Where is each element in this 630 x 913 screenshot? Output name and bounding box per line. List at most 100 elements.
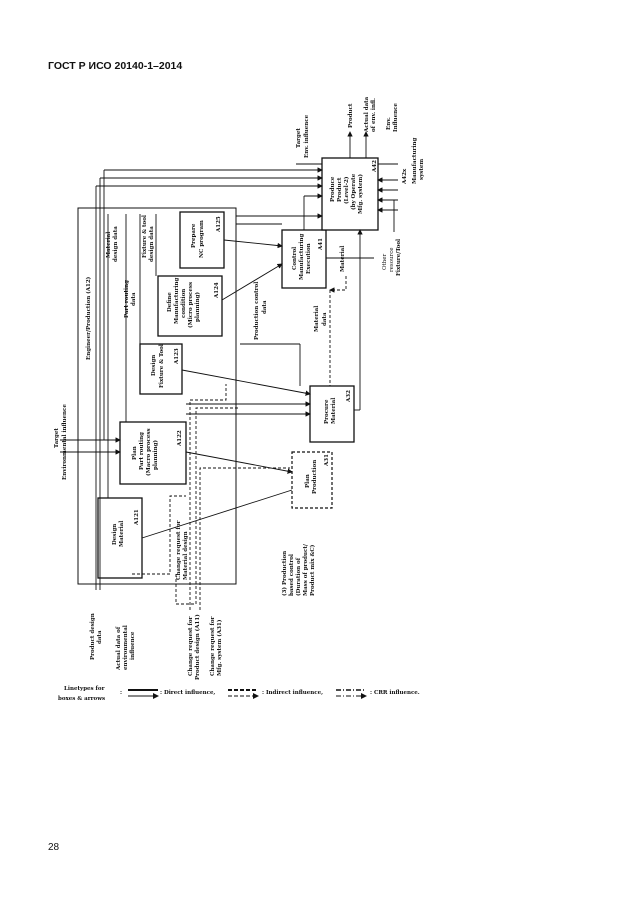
bottom-actual-env-data-1: Actual data of bbox=[116, 626, 122, 671]
page-number: 28 bbox=[48, 842, 60, 853]
label-other-resource-3: Fixture/Tool bbox=[396, 239, 402, 276]
flow-target-env-left-2: Environmental influence bbox=[62, 404, 68, 480]
svg-text:Manufacturing: Manufacturing bbox=[174, 278, 180, 324]
data-lines bbox=[60, 131, 398, 590]
indirect-lines bbox=[132, 276, 347, 610]
bottom-change-mfg-system-1: Change request for bbox=[210, 616, 216, 676]
svg-text:Part routing: Part routing bbox=[139, 432, 145, 470]
flow-production-control-data-1: Production control bbox=[254, 282, 260, 340]
bottom-change-product-design-1: Change request for bbox=[188, 616, 194, 676]
box-prepare-nc: Prepare NC program A125 bbox=[179, 211, 225, 269]
note-production-control-2: based control bbox=[289, 554, 295, 596]
box-design-fixture-tool: Design Fixture & Tool A123 bbox=[139, 343, 183, 395]
legend-title-2: boxes & arrows bbox=[58, 696, 105, 702]
label-other-resource-2: resource bbox=[389, 247, 395, 272]
output-product: Product bbox=[348, 103, 354, 128]
output-actual-data-1: Actual data bbox=[364, 96, 370, 133]
flow-part-routing-data-2: data bbox=[131, 292, 137, 306]
svg-text:A123: A123 bbox=[174, 348, 180, 365]
svg-text:A32: A32 bbox=[346, 390, 352, 403]
svg-text:Manufacturing: Manufacturing bbox=[299, 234, 305, 280]
flow-target-env-left-1: Target bbox=[54, 428, 60, 448]
svg-text:A31: A31 bbox=[324, 454, 330, 467]
svg-text:Prepare: Prepare bbox=[191, 223, 197, 248]
target-env-top-2: Env. influence bbox=[304, 114, 310, 158]
svg-text:Mfg. system): Mfg. system) bbox=[357, 174, 364, 214]
flow-material-data-1: Material bbox=[314, 306, 320, 332]
legend-direct: : Direct influence, bbox=[160, 690, 215, 696]
svg-text:Control: Control bbox=[292, 247, 298, 270]
flow-part-routing-data-1: Part routing bbox=[124, 280, 130, 318]
svg-text:Material: Material bbox=[119, 521, 125, 547]
flow-material-design-data-1: Material bbox=[106, 232, 112, 258]
flow-material-data-2: data bbox=[322, 312, 328, 326]
svg-text:planning): planning) bbox=[194, 292, 201, 322]
output-env-influence-2: Influence bbox=[393, 103, 399, 132]
legend-colon: : bbox=[120, 690, 122, 696]
note-production-control-1: (3) Production bbox=[281, 551, 288, 596]
note-production-control-3: (Duration of bbox=[295, 557, 302, 596]
bottom-change-mfg-system-2: Mfg. system (A31) bbox=[216, 619, 223, 676]
label-mfg-system-2: system bbox=[419, 159, 425, 180]
box-plan-part-routing: Plan Part routing (Macro process plannin… bbox=[119, 421, 187, 485]
svg-text:Define: Define bbox=[167, 292, 173, 312]
box-plan-production: Plan Production A31 bbox=[291, 451, 333, 509]
target-env-top-1: Target bbox=[296, 128, 302, 148]
bottom-actual-env-data-3: influence bbox=[130, 631, 136, 660]
svg-text:Product: Product bbox=[337, 177, 343, 202]
document-header: ГОСТ Р ИСО 20140-1–2014 bbox=[48, 60, 183, 72]
box-procure-material: Procure Material A32 bbox=[309, 385, 355, 443]
bottom-product-design-data-1: Product design bbox=[90, 613, 96, 660]
flow-fixture-tool-data-1: Fixture & tool bbox=[142, 215, 148, 258]
svg-text:condition: condition bbox=[181, 289, 187, 318]
svg-text:A42: A42 bbox=[372, 160, 378, 173]
svg-text:Design: Design bbox=[112, 524, 118, 545]
svg-text:Production: Production bbox=[312, 460, 318, 494]
svg-text:Plan: Plan bbox=[132, 446, 138, 460]
svg-text:Design: Design bbox=[151, 355, 157, 376]
flow-production-control-data-2: data bbox=[262, 300, 268, 314]
legend: Linetypes for boxes & arrows : : Direct … bbox=[58, 686, 420, 702]
svg-text:(Macro process: (Macro process bbox=[145, 428, 152, 476]
label-mfg-system-1: Manufacturing bbox=[412, 138, 418, 184]
svg-text:(Level-2): (Level-2) bbox=[343, 176, 350, 204]
label-other-resource-1: Other bbox=[382, 253, 388, 270]
svg-text:planning): planning) bbox=[152, 440, 159, 470]
bottom-product-design-data-2: data bbox=[97, 630, 103, 644]
box-design-material: Design Material A121 bbox=[97, 497, 143, 579]
box-define-mfg-condition: Define Manufacturing condition (Micro pr… bbox=[157, 275, 223, 337]
legend-crr: : CRR influence. bbox=[370, 690, 420, 696]
box-produce-product: Produce Product (Level-2) (by Operate Mf… bbox=[321, 157, 379, 231]
legend-indirect: : Indirect influence, bbox=[262, 690, 323, 696]
flow-fixture-tool-data-2: design data bbox=[149, 226, 155, 262]
legend-title-1: Linetypes for bbox=[64, 686, 105, 692]
flow-change-material-design-2: Material design bbox=[183, 531, 189, 580]
svg-text:A41: A41 bbox=[318, 238, 324, 251]
svg-text:Fixture & Tool: Fixture & Tool bbox=[159, 344, 165, 388]
note-production-control-4: Mass of product/ bbox=[303, 543, 309, 596]
flow-material-design-data-2: design data bbox=[113, 226, 119, 262]
output-actual-data-2: of env. infl. bbox=[371, 98, 377, 132]
label-a42x: A42x bbox=[402, 168, 408, 185]
bottom-change-product-design-2: Product design (A11) bbox=[194, 614, 201, 680]
flow-change-material-design-1: Change request for bbox=[176, 520, 182, 580]
svg-text:Procure: Procure bbox=[324, 399, 330, 424]
svg-text:(Micro process: (Micro process bbox=[187, 282, 194, 328]
svg-text:A122: A122 bbox=[177, 430, 183, 447]
svg-text:A125: A125 bbox=[216, 216, 222, 233]
svg-text:Execution: Execution bbox=[306, 243, 312, 274]
flow-material: Material bbox=[340, 246, 346, 272]
engineer-group-label: Engineer/Production (A12) bbox=[85, 276, 92, 360]
svg-text:NC program: NC program bbox=[199, 220, 205, 258]
svg-text:(by Operate: (by Operate bbox=[350, 173, 357, 210]
svg-text:Produce: Produce bbox=[330, 176, 336, 202]
svg-text:A124: A124 bbox=[214, 282, 220, 299]
svg-text:A121: A121 bbox=[134, 509, 140, 526]
box-control-mfg-execution: Control Manufacturing Execution A41 bbox=[281, 229, 327, 289]
svg-text:Material: Material bbox=[331, 398, 337, 424]
note-production-control-5: Product mix &C) bbox=[309, 544, 316, 596]
engineer-group-frame bbox=[77, 207, 237, 585]
bottom-actual-env-data-2: environmental bbox=[123, 625, 129, 670]
output-env-influence-1: Env. bbox=[386, 117, 392, 130]
